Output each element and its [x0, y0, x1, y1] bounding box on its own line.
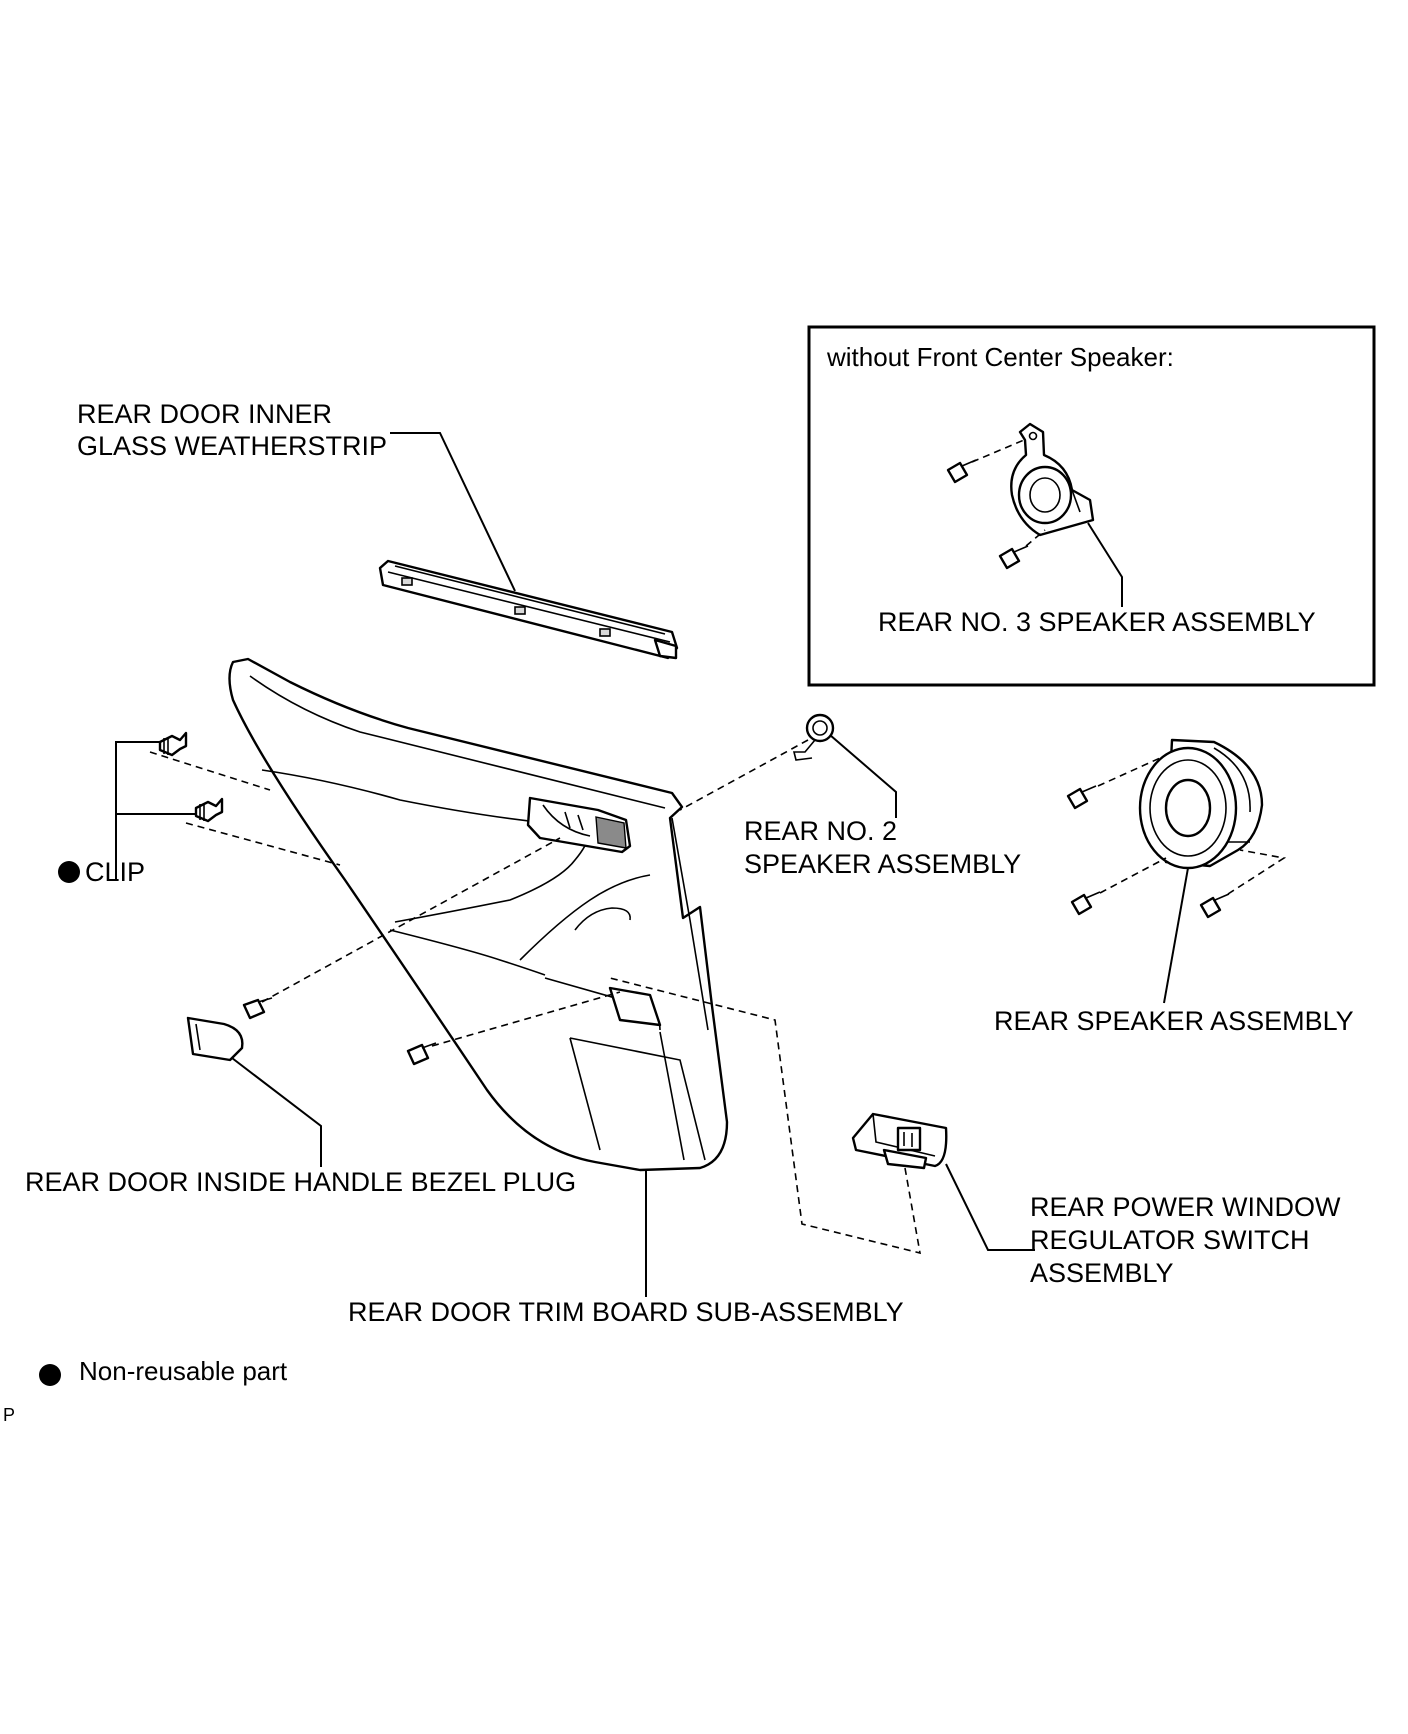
footer-code: P: [3, 1405, 16, 1425]
trim-board-label: REAR DOOR TRIM BOARD SUB-ASSEMBLY: [348, 1297, 904, 1327]
weatherstrip-leader: [390, 432, 516, 592]
rear-no3-speaker-label: REAR NO. 3 SPEAKER ASSEMBLY: [878, 607, 1316, 637]
screw-upper-left: [242, 997, 273, 1020]
clip-leader: [115, 741, 196, 880]
inset-screw-top: [946, 459, 977, 484]
bezel-plug-leader: [231, 1057, 322, 1167]
power-window-switch-part: [851, 1112, 948, 1170]
bezel-plug-label: REAR DOOR INSIDE HANDLE BEZEL PLUG: [25, 1167, 577, 1197]
power-window-switch-label-line3: ASSEMBLY: [1030, 1258, 1174, 1288]
inner-glass-weatherstrip-label-line2: GLASS WEATHERSTRIP: [77, 431, 388, 461]
trim-board-part: [228, 657, 729, 1172]
rear-speaker-label: REAR SPEAKER ASSEMBLY: [994, 1006, 1354, 1036]
rear-speaker-screw-left: [1070, 891, 1101, 916]
rear-no2-speaker-leader: [829, 734, 897, 818]
power-window-switch-label-line2: REGULATOR SWITCH: [1030, 1225, 1310, 1255]
clip-part-upper: [158, 731, 188, 757]
rear-no2-speaker-label-line1: REAR NO. 2: [744, 816, 898, 846]
power-window-switch-leader: [945, 1163, 1035, 1251]
rear-speaker-leader: [1163, 867, 1189, 1004]
inset-screw-bottom: [998, 545, 1029, 570]
rear-no3-speaker-leader: [1087, 522, 1123, 607]
inner-glass-weatherstrip-label-line1: REAR DOOR INNER: [77, 399, 333, 429]
rear-no2-speaker-label-line2: SPEAKER ASSEMBLY: [744, 849, 1022, 879]
non-reusable-marker-icon: [58, 861, 80, 883]
rear-no3-speaker-part: [1010, 422, 1095, 537]
legend-dot-icon: [39, 1364, 61, 1386]
inset-frame: [807, 325, 1376, 687]
inset-title: without Front Center Speaker:: [827, 342, 1174, 372]
rear-speaker-screw-top: [1066, 785, 1097, 810]
rear-no2-speaker-part: [792, 713, 835, 761]
clip-part-lower: [194, 797, 224, 823]
bezel-plug-part: [186, 1016, 244, 1062]
inner-glass-weatherstrip-part: [378, 559, 679, 660]
power-window-switch-label-line1: REAR POWER WINDOW: [1030, 1192, 1341, 1222]
clip-label: CLIP: [85, 857, 146, 887]
rear-speaker-screw-right: [1199, 893, 1230, 919]
screw-lower-middle: [406, 1042, 437, 1066]
rear-speaker-part: [1138, 738, 1264, 870]
legend-non-reusable-text: Non-reusable part: [79, 1356, 288, 1386]
